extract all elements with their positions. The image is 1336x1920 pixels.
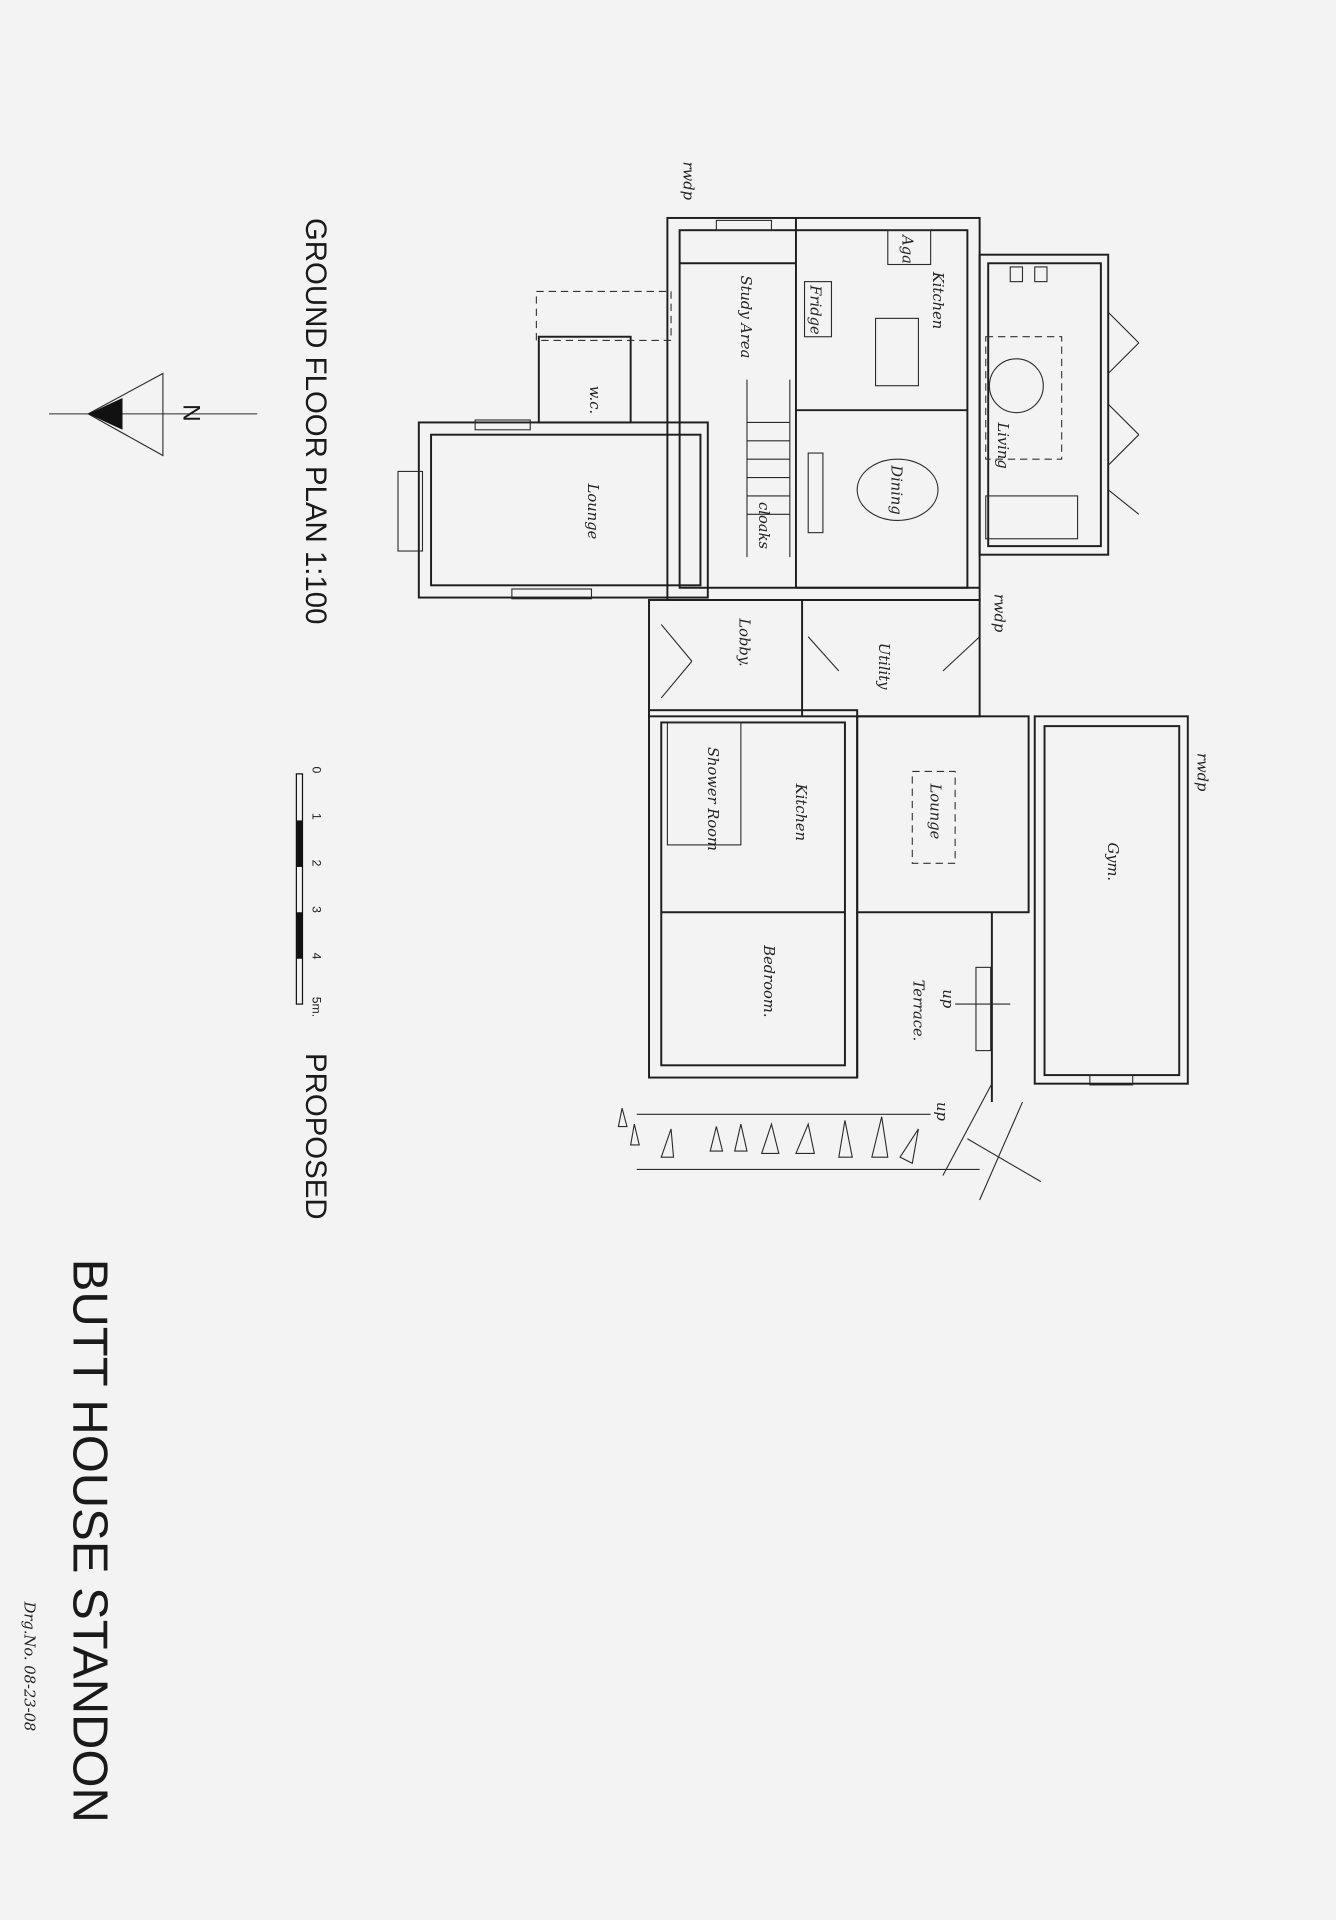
annotation-rwdp-3: rwdp bbox=[1194, 753, 1211, 792]
room-label-utility: Utility bbox=[875, 643, 892, 690]
drawing-number: Drg.No. 08-23-08 bbox=[21, 1601, 38, 1732]
annotation-rwdp-2: rwdp bbox=[990, 594, 1007, 633]
scale-tick-2: 2 bbox=[309, 860, 323, 867]
scale-tick-0: 0 bbox=[309, 767, 323, 774]
status-label: PROPOSED bbox=[299, 1053, 332, 1219]
room-label-gym: Gym. bbox=[1104, 842, 1121, 881]
room-label-shower: Shower Room bbox=[704, 747, 721, 851]
annotation-up-2: up bbox=[933, 1102, 950, 1121]
room-label-living: Living bbox=[994, 421, 1011, 468]
room-label-dining: Dining bbox=[887, 464, 904, 515]
room-label-cloaks: cloaks bbox=[755, 502, 772, 549]
room-label-study: Study Area bbox=[737, 276, 754, 359]
room-label-fridge: Fridge bbox=[807, 284, 824, 335]
garden-planting bbox=[617, 1083, 1042, 1201]
north-arrow: N bbox=[49, 372, 258, 457]
north-label: N bbox=[178, 404, 205, 422]
scale-tick-4: 4 bbox=[309, 953, 323, 960]
scale-tick-3: 3 bbox=[309, 906, 323, 913]
walls-lounge-wing bbox=[397, 290, 709, 600]
scale-tick-1: 1 bbox=[309, 813, 323, 820]
room-label-aga: Aga bbox=[898, 233, 915, 264]
room-label-kitchen-main: Kitchen bbox=[929, 271, 946, 329]
walls-lower-block bbox=[648, 709, 1189, 1103]
staircase bbox=[746, 379, 791, 558]
room-label-wc: w.c. bbox=[586, 386, 603, 414]
room-label-lounge-annex: Lounge bbox=[927, 783, 944, 840]
scale-tick-5: 5m. bbox=[309, 997, 323, 1017]
plan-title: GROUND FLOOR PLAN 1:100 bbox=[299, 218, 332, 624]
walls-lobby-utility bbox=[648, 599, 981, 718]
room-label-lobby: Lobby. bbox=[736, 617, 753, 666]
room-label-lounge-main: Lounge bbox=[584, 483, 601, 540]
scale-bar: 0 1 2 3 4 5m. bbox=[295, 767, 323, 1017]
annotation-up-1: up bbox=[939, 989, 956, 1008]
room-label-bedroom: Bedroom. bbox=[760, 944, 777, 1017]
walls-main bbox=[666, 216, 1140, 601]
annotation-rwdp-1: rwdp bbox=[679, 162, 696, 201]
room-label-kitchen-annex: Kitchen bbox=[792, 783, 809, 841]
drawing-title: BUTT HOUSE STANDON bbox=[63, 1259, 117, 1823]
room-label-terrace: Terrace. bbox=[910, 980, 927, 1042]
